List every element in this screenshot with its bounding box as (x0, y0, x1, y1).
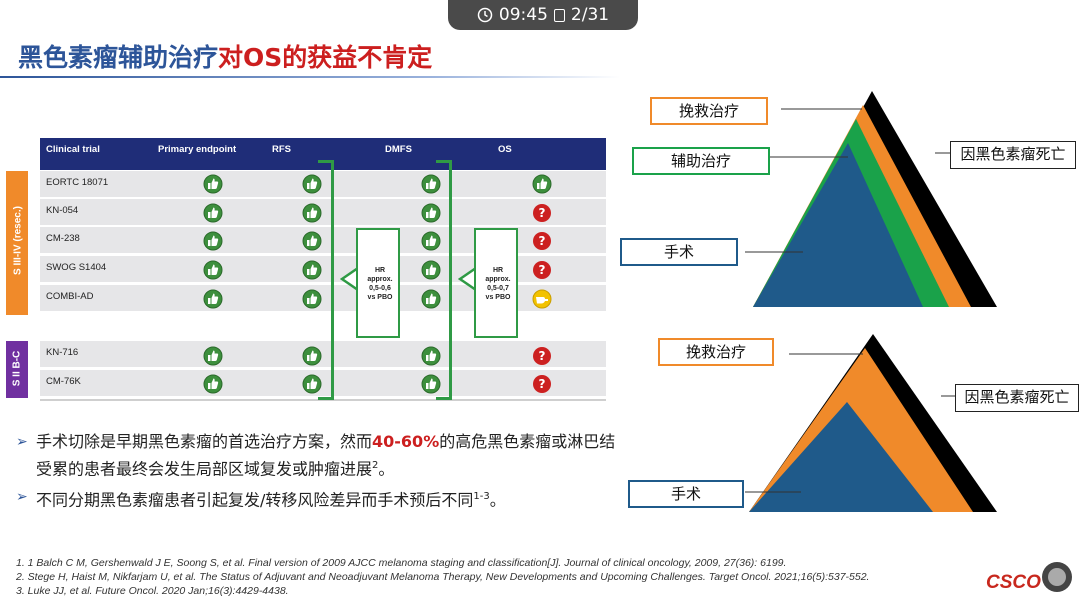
label-surgery-2: 手术 (628, 480, 744, 508)
slide-icon (553, 8, 565, 22)
thumbs-up-icon (302, 231, 322, 251)
pyramid2-surgery-layer (749, 402, 933, 512)
thumbs-up-icon (421, 346, 441, 366)
dmfs-bracket (436, 160, 452, 400)
thumbs-up-icon (203, 346, 223, 366)
header-primary-endpoint: Primary endpoint (158, 144, 237, 155)
references: 1. 1 Balch C M, Gershenwald J E, Soong S… (16, 556, 869, 598)
thumbs-up-icon (203, 289, 223, 309)
thumbs-up-icon (302, 289, 322, 309)
table-header (40, 138, 606, 170)
question-mark-icon: ? (533, 347, 551, 365)
header-os: OS (498, 144, 512, 155)
pointing-hand-icon (532, 289, 552, 309)
title-underline (0, 76, 620, 78)
thumbs-up-icon (302, 374, 322, 394)
trial-name: COMBI-AD (46, 291, 94, 302)
group-label-stage2: S II B-C (6, 341, 28, 398)
trial-name: KN-054 (46, 205, 79, 216)
reference-item: 1. 1 Balch C M, Gershenwald J E, Soong S… (16, 557, 787, 569)
question-mark-icon: ? (533, 232, 551, 250)
thumbs-up-icon (203, 203, 223, 223)
trial-name: EORTC 18071 (46, 177, 109, 188)
title-part2: 对OS的获益不肯定 (218, 43, 433, 72)
csco-logo: CSCO (986, 572, 1041, 593)
thumbs-up-icon (203, 260, 223, 280)
bullet-item: ➢ 不同分期黑色素瘤患者引起复发/转移风险差异而手术预后不同1-3。 (16, 485, 616, 512)
presentation-timer: 09:45 2/31 (448, 0, 638, 30)
pyramid1-surgery-layer (753, 143, 923, 307)
trial-name: KN-716 (46, 347, 79, 358)
thumbs-up-icon (302, 346, 322, 366)
header-dmfs: DMFS (385, 144, 412, 155)
group-label-stage3-4-text: S III-IV (resec.) (12, 206, 24, 275)
clock-icon (477, 7, 493, 23)
question-mark-icon: ? (533, 261, 551, 279)
thumbs-up-icon (421, 374, 441, 394)
trial-name: SWOG S1404 (46, 262, 107, 273)
thumbs-up-icon (302, 174, 322, 194)
thumbs-up-icon (421, 260, 441, 280)
thumbs-up-icon (302, 203, 322, 223)
thumbs-up-icon (532, 174, 552, 194)
pyramid-diagram-2 (745, 334, 997, 512)
thumbs-up-icon (421, 174, 441, 194)
reference-item: 2. Stege H, Haist M, Nikfarjam U, et al.… (16, 571, 870, 583)
bullet-item: ➢ 手术切除是早期黑色素瘤的首选治疗方案，然而40-60%的高危黑色素瘤或淋巴结… (16, 432, 616, 479)
timer-time: 09:45 (498, 5, 548, 25)
label-melanoma-death-2: 因黑色素瘤死亡 (955, 384, 1079, 412)
question-mark-icon: ? (533, 375, 551, 393)
label-rescue-therapy: 挽救治疗 (650, 97, 768, 125)
table-row: CM-76K (40, 370, 606, 397)
table-row: EORTC 18071 (40, 171, 606, 198)
table-row: KN-716 (40, 341, 606, 368)
label-surgery: 手术 (620, 238, 738, 266)
arrow-bullet-icon: ➢ (16, 434, 28, 450)
slide-counter: 2/31 (570, 5, 610, 25)
thumbs-up-icon (302, 260, 322, 280)
header-rfs: RFS (272, 144, 291, 155)
csco-emblem-icon (1042, 562, 1072, 592)
thumbs-up-icon (203, 231, 223, 251)
thumbs-up-icon (203, 374, 223, 394)
label-melanoma-death: 因黑色素瘤死亡 (950, 141, 1076, 169)
trial-name: CM-238 (46, 233, 80, 244)
rfs-bracket (318, 160, 334, 400)
thumbs-up-icon (421, 231, 441, 251)
arrow-bullet-icon: ➢ (16, 489, 28, 506)
trial-name: CM-76K (46, 376, 81, 387)
reference-item: 3. Luke JJ, et al. Future Oncol. 2020 Ja… (16, 585, 289, 597)
group-label-stage3-4: S III-IV (resec.) (6, 171, 28, 315)
bullet-list: ➢ 手术切除是早期黑色素瘤的首选治疗方案，然而40-60%的高危黑色素瘤或淋巴结… (16, 430, 616, 517)
label-rescue-therapy-2: 挽救治疗 (658, 338, 774, 366)
group-label-stage2-text: S II B-C (11, 350, 23, 387)
title-part1: 黑色素瘤辅助治疗 (18, 43, 219, 72)
thumbs-up-icon (421, 289, 441, 309)
thumbs-up-icon (421, 203, 441, 223)
table-bottom-border (40, 399, 606, 401)
table-row: KN-054 (40, 199, 606, 226)
pyramid-diagram-1 (745, 91, 997, 307)
question-mark-icon: ? (533, 204, 551, 222)
slide-title: 黑色素瘤辅助治疗对OS的获益不肯定 (18, 38, 432, 74)
thumbs-up-icon (203, 174, 223, 194)
header-clinical-trial: Clinical trial (46, 144, 100, 155)
label-adjuvant-therapy: 辅助治疗 (632, 147, 770, 175)
